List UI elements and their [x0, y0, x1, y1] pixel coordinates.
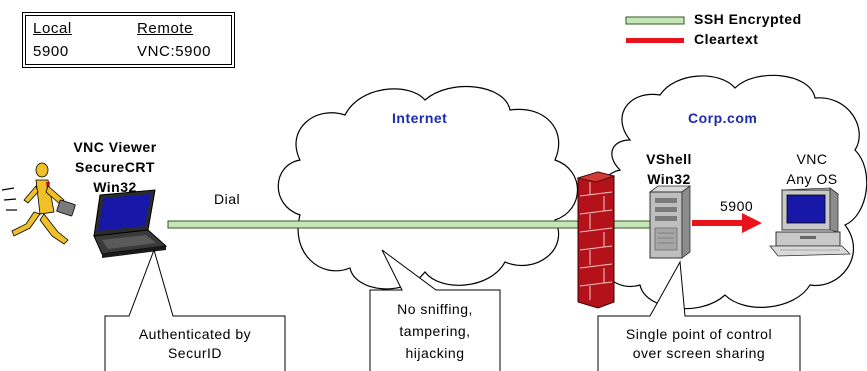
internet-label: Internet: [392, 110, 448, 126]
local-port-value: 5900: [33, 43, 69, 60]
legend-encrypted-label: SSH Encrypted: [694, 11, 802, 27]
remote-port-header: Remote: [137, 20, 194, 37]
port-forward-table: Local Remote 5900 VNC:5900: [22, 12, 235, 68]
gateway-label-win32: Win32: [647, 171, 691, 187]
internet-callout-shape: [369, 249, 501, 371]
internet-callout-text: No sniffing, tampering, hijacking: [370, 298, 500, 364]
dial-label: Dial: [214, 191, 241, 207]
gateway-label-vshell: VShell: [646, 151, 692, 167]
internet-callout-line-1: No sniffing,: [397, 301, 473, 317]
client-callout-line-2: SecurID: [167, 345, 223, 361]
vnc-host-label-vnc: VNC: [796, 151, 828, 167]
corp-callout-line-2: over screen sharing: [632, 345, 766, 361]
corp-callout-shape: [597, 260, 801, 371]
vnc-host-label-any-os: Any OS: [786, 171, 838, 187]
gateway-label-stack: VShell Win32: [630, 149, 708, 189]
client-label-win32: Win32: [93, 179, 137, 195]
legend-cleartext-swatch: [626, 38, 684, 43]
client-callout-text: Authenticated by SecurID: [105, 325, 285, 363]
corp-callout-line-1: Single point of control: [625, 326, 773, 342]
businessman-icon: [1, 162, 76, 245]
internet-callout-line-2: tampering,: [399, 323, 471, 339]
legend-cleartext-label: Cleartext: [694, 31, 759, 47]
client-callout-shape: [104, 248, 286, 371]
client-label-securecrt: SecureCRT: [75, 159, 155, 175]
corp-callout-text: Single point of control over screen shar…: [598, 325, 800, 363]
client-laptop-icon: [93, 189, 168, 258]
vnc-host-computer-icon: [769, 187, 851, 257]
client-label-vnc-viewer: VNC Viewer: [73, 139, 157, 155]
firewall-icon: [576, 171, 616, 309]
cleartext-port-label: 5900: [720, 198, 754, 214]
client-callout-line-1: Authenticated by: [138, 326, 252, 342]
legend-encrypted-swatch: [625, 16, 685, 25]
vshell-server-icon: [648, 185, 692, 259]
client-label-stack: VNC Viewer SecureCRT Win32: [60, 137, 170, 197]
cleartext-arrow: [692, 213, 762, 233]
internet-callout-line-3: hijacking: [405, 345, 465, 361]
vnc-host-label-stack: VNC Any OS: [770, 149, 854, 189]
local-port-header: Local: [33, 20, 72, 37]
remote-port-value: VNC:5900: [137, 43, 212, 60]
corp-label: Corp.com: [688, 110, 758, 126]
